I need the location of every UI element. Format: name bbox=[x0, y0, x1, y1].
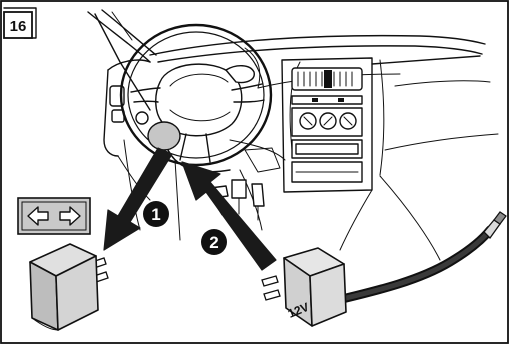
socket-highlight bbox=[148, 122, 180, 150]
step-1-number: 1 bbox=[151, 205, 160, 224]
swap-direction-box bbox=[18, 198, 90, 234]
step-2-number: 2 bbox=[209, 233, 218, 252]
figure-number: 16 bbox=[10, 18, 27, 35]
figure-number-badge: 16 bbox=[4, 8, 36, 38]
